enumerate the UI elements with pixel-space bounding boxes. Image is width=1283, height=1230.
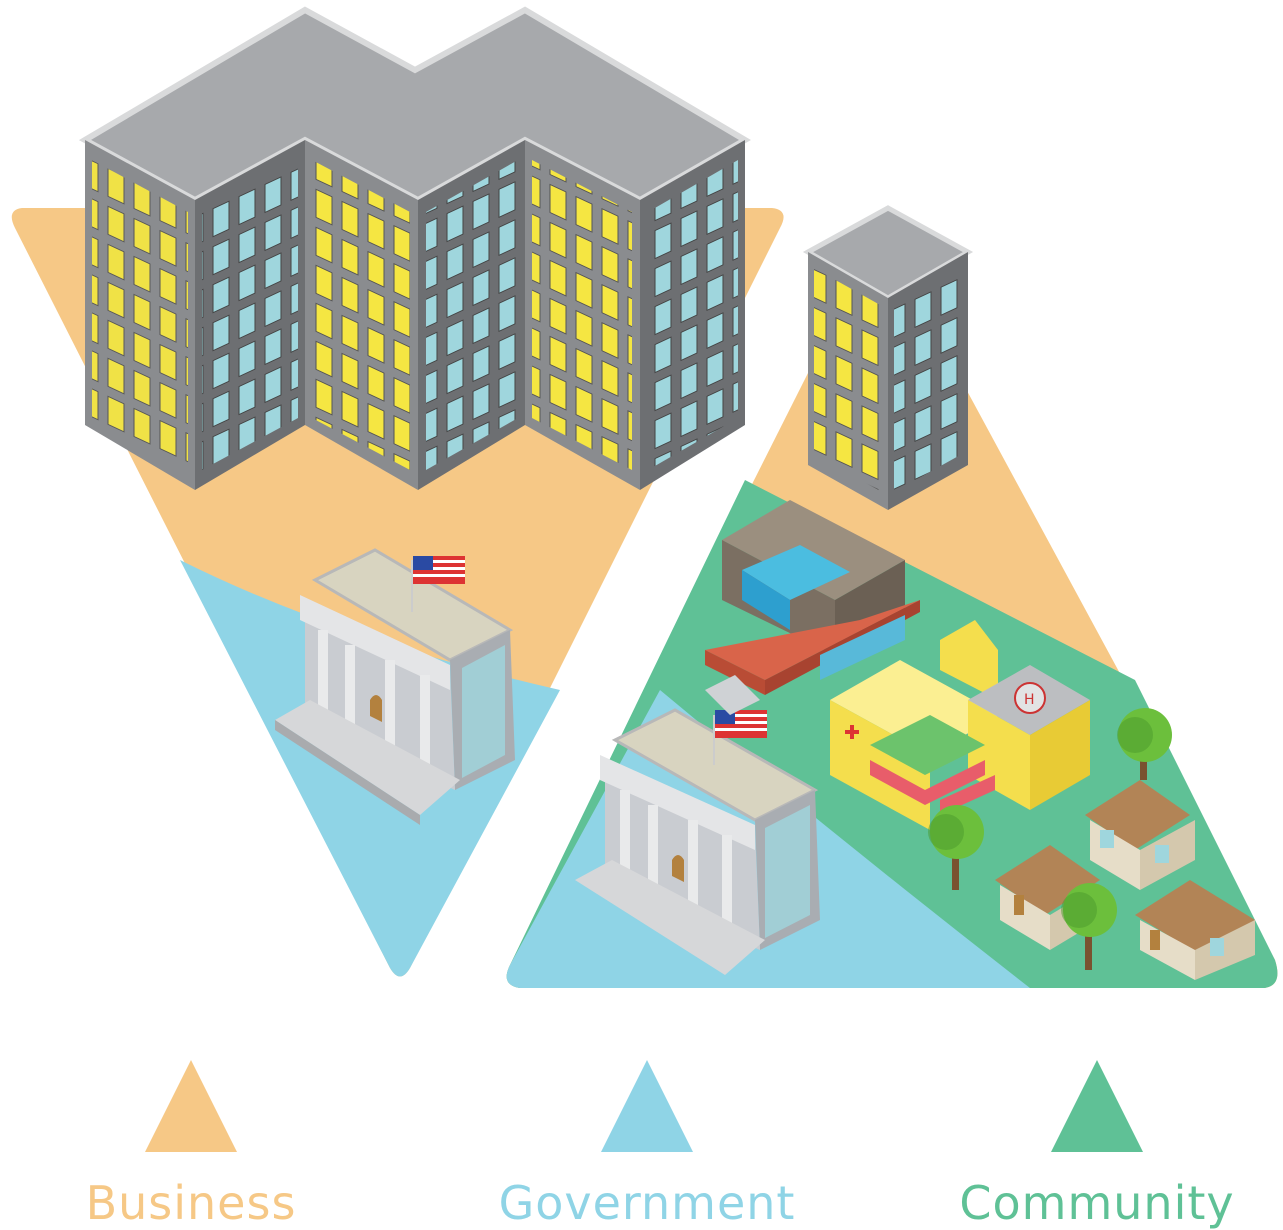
house-icon <box>1085 780 1195 890</box>
government-building-icon <box>275 548 515 825</box>
legend-business: Business <box>31 1060 351 1230</box>
business-triangle-icon <box>145 1060 237 1152</box>
community-triangle-icon <box>1051 1060 1143 1152</box>
tree-icon <box>928 805 984 890</box>
government-triangle-icon <box>601 1060 693 1152</box>
tree-icon <box>1061 883 1117 970</box>
office-building-large-icon <box>78 6 751 490</box>
school-building-icon <box>705 500 920 715</box>
legend-community-label: Community <box>959 1176 1235 1230</box>
legend-community: Community <box>937 1060 1257 1230</box>
office-building-small-icon <box>802 205 974 510</box>
legend-business-label: Business <box>85 1176 297 1230</box>
tree-icon <box>1117 708 1172 780</box>
legend-government-label: Government <box>498 1176 796 1230</box>
hospital-building-icon: H <box>830 620 1090 830</box>
legend-government: Government <box>487 1060 807 1230</box>
government-building-icon <box>575 708 820 975</box>
illustration: H <box>11 6 1278 988</box>
svg-text:H: H <box>1024 692 1035 708</box>
house-icon <box>1135 880 1255 980</box>
